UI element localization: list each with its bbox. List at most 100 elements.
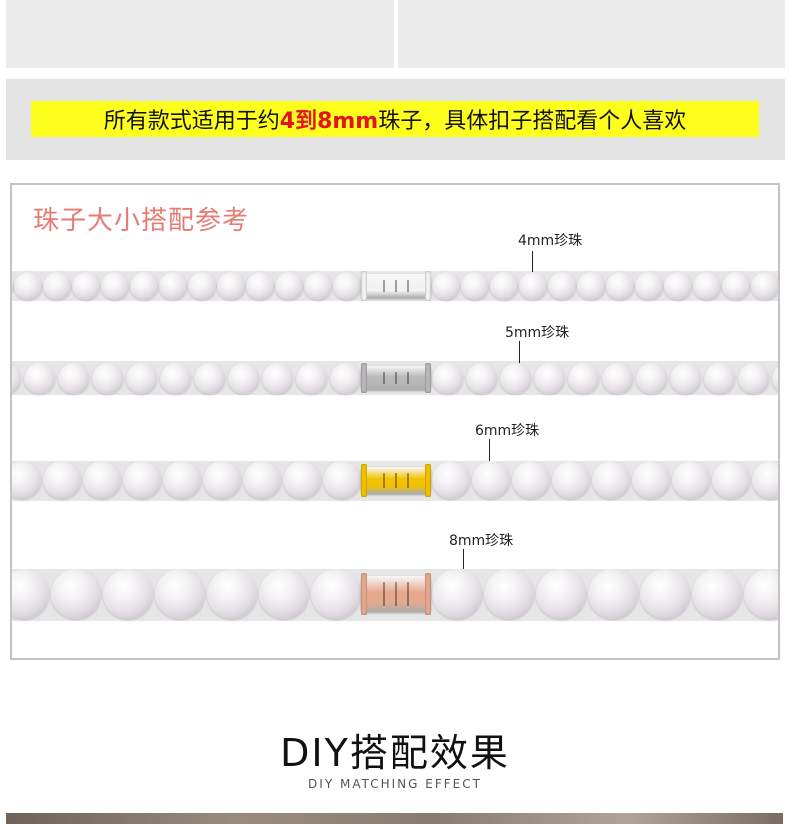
pearl (275, 272, 303, 300)
pearl (632, 461, 670, 499)
pearl (14, 272, 42, 300)
diy-photo (6, 813, 783, 824)
pearl (43, 272, 71, 300)
pearl (188, 272, 216, 300)
pearl-size-label: 6mm珍珠 (475, 423, 540, 439)
pearl (304, 272, 332, 300)
pearl (228, 362, 259, 394)
pearl (606, 272, 634, 300)
pearl (534, 362, 565, 394)
clasp (361, 271, 431, 301)
pearl (636, 362, 667, 394)
pearl (672, 461, 710, 499)
pearl (592, 461, 630, 499)
pearl (635, 272, 663, 300)
pearl (163, 461, 201, 499)
pearl (432, 461, 470, 499)
notice-text-after: 珠子，具体扣子搭配看个人喜欢 (378, 109, 687, 134)
pearl (259, 569, 309, 619)
pearl-size-pointer (463, 549, 464, 569)
pearl (602, 362, 633, 394)
notice-size-highlight: 4到8mm (279, 109, 379, 134)
pearl (12, 362, 21, 394)
pearl-size-pointer (489, 439, 490, 461)
pearl (568, 362, 599, 394)
pearl (330, 362, 361, 394)
clasp (361, 363, 431, 393)
pearl (512, 461, 550, 499)
pearl (92, 362, 123, 394)
pearl (83, 461, 121, 499)
pearl (155, 569, 205, 619)
pearl (207, 569, 257, 619)
pearl (722, 272, 750, 300)
pearl (738, 362, 769, 394)
pearl (246, 272, 274, 300)
pearl (194, 362, 225, 394)
pearl (160, 362, 191, 394)
pearl (552, 461, 590, 499)
pearl (712, 461, 750, 499)
pearl (490, 272, 518, 300)
pearl (123, 461, 161, 499)
pearl (12, 272, 13, 300)
pearl-size-label: 8mm珍珠 (449, 533, 514, 549)
pearl (51, 569, 101, 619)
pearl (640, 569, 690, 619)
pearl (670, 362, 701, 394)
pearl (333, 272, 361, 300)
pearl (461, 272, 489, 300)
pearl (103, 569, 153, 619)
pearl (203, 461, 241, 499)
pearl (432, 272, 460, 300)
clasp (361, 463, 431, 497)
pearl (126, 362, 157, 394)
pearl (262, 362, 293, 394)
pearl (72, 272, 100, 300)
pearl (751, 272, 778, 300)
pearl (24, 362, 55, 394)
notice-text-before: 所有款式适用于约 (103, 109, 280, 134)
pearl (548, 272, 576, 300)
pearl (664, 272, 692, 300)
pearl (704, 362, 735, 394)
pearl (588, 569, 638, 619)
pearl-size-label: 4mm珍珠 (518, 233, 583, 249)
size-reference-panel: 珠子大小搭配参考 4mm珍珠 5mm珍珠 6mm珍珠 8mm珍珠 (10, 183, 780, 660)
top-image-left (6, 0, 394, 68)
pearl (159, 272, 187, 300)
pearl (536, 569, 586, 619)
pearl (58, 362, 89, 394)
clasp (361, 573, 431, 615)
pearl (472, 461, 510, 499)
pearl (744, 569, 778, 619)
top-image-right (398, 0, 785, 68)
size-reference-title: 珠子大小搭配参考 (33, 206, 250, 236)
pearl (500, 362, 531, 394)
pearl (432, 362, 463, 394)
pearl (12, 461, 41, 499)
pearl (283, 461, 321, 499)
pearl (693, 272, 721, 300)
diy-section-title: DIY搭配效果 (280, 731, 510, 775)
pearl (466, 362, 497, 394)
pearl (311, 569, 361, 619)
pearl (484, 569, 534, 619)
pearl (101, 272, 129, 300)
pearl (217, 272, 245, 300)
pearl (577, 272, 605, 300)
pearl-size-pointer (532, 251, 533, 272)
pearl (519, 272, 547, 300)
diy-section-subtitle: DIY MATCHING EFFECT (308, 777, 482, 791)
pearl (772, 362, 778, 394)
pearl (43, 461, 81, 499)
pearl-size-pointer (519, 341, 520, 363)
pearl (130, 272, 158, 300)
pearl (432, 569, 482, 619)
pearl-size-label: 5mm珍珠 (505, 325, 570, 341)
pearl (296, 362, 327, 394)
pearl (692, 569, 742, 619)
pearl (243, 461, 281, 499)
